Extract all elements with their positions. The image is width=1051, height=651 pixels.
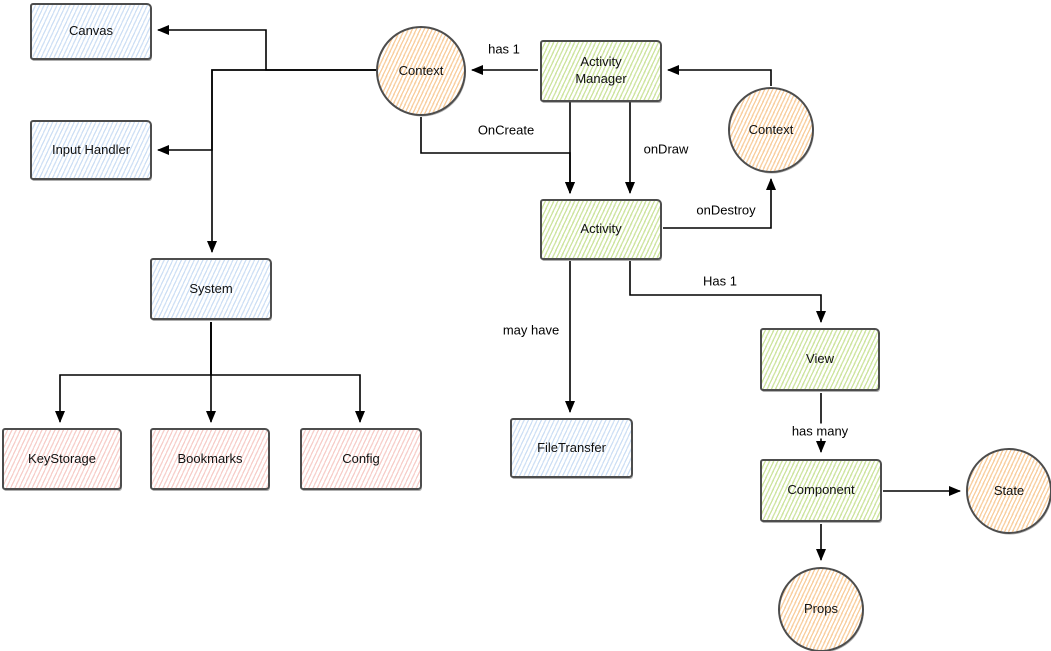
edge-label-may-have: may have — [499, 322, 563, 338]
node-activity-manager-label: Activity Manager — [575, 54, 627, 86]
node-config-label: Config — [342, 450, 380, 466]
node-state-label: State — [993, 482, 1025, 498]
edge-label-ondraw: onDraw — [640, 141, 692, 157]
node-view-label: View — [806, 351, 834, 367]
node-filetransfer-label: FileTransfer — [537, 439, 606, 455]
node-input-handler-label: Input Handler — [51, 141, 131, 157]
edge-label-has-many: has many — [788, 423, 852, 439]
node-bookmarks: Bookmarks — [150, 428, 270, 490]
node-props-label: Props — [804, 601, 838, 617]
edge-activity-to-view — [629, 261, 826, 323]
edge-context-to-canvas — [157, 25, 377, 71]
edge-context-to-input-handler — [157, 69, 377, 155]
node-context-right: Context — [728, 87, 814, 173]
edge-context-right-to-am — [667, 65, 772, 86]
node-component-label: Component — [787, 482, 855, 498]
edge-context-to-system — [207, 69, 377, 253]
node-config: Config — [300, 428, 422, 490]
node-context-left: Context — [376, 26, 466, 116]
edge-activity-to-context-right-ondestroy — [663, 178, 776, 229]
node-component: Component — [760, 459, 882, 522]
edge-label-has-1: has 1 — [485, 41, 523, 57]
node-keystorage: KeyStorage — [2, 428, 122, 490]
node-bookmarks-label: Bookmarks — [177, 450, 243, 466]
edge-system-to-config — [210, 322, 365, 423]
node-canvas-label: Canvas — [68, 23, 114, 39]
node-system: System — [150, 258, 272, 320]
node-view: View — [760, 328, 880, 391]
edge-label-has-1-view: Has 1 — [700, 273, 740, 289]
node-props: Props — [778, 567, 864, 651]
node-canvas: Canvas — [30, 3, 152, 60]
node-filetransfer: FileTransfer — [510, 418, 633, 478]
node-context-right-label: Context — [748, 121, 794, 137]
edge-system-to-keystorage — [55, 322, 212, 423]
node-activity-manager: Activity Manager — [540, 40, 662, 102]
node-activity: Activity — [540, 199, 662, 260]
edge-label-oncreate: OnCreate — [474, 122, 538, 138]
node-keystorage-label: KeyStorage — [28, 450, 96, 466]
edge-label-ondestroy: onDestroy — [693, 202, 759, 218]
node-input-handler: Input Handler — [30, 120, 152, 180]
node-context-left-label: Context — [398, 62, 444, 78]
node-activity-label: Activity — [580, 221, 622, 237]
node-state: State — [966, 448, 1051, 534]
node-system-label: System — [189, 280, 233, 296]
